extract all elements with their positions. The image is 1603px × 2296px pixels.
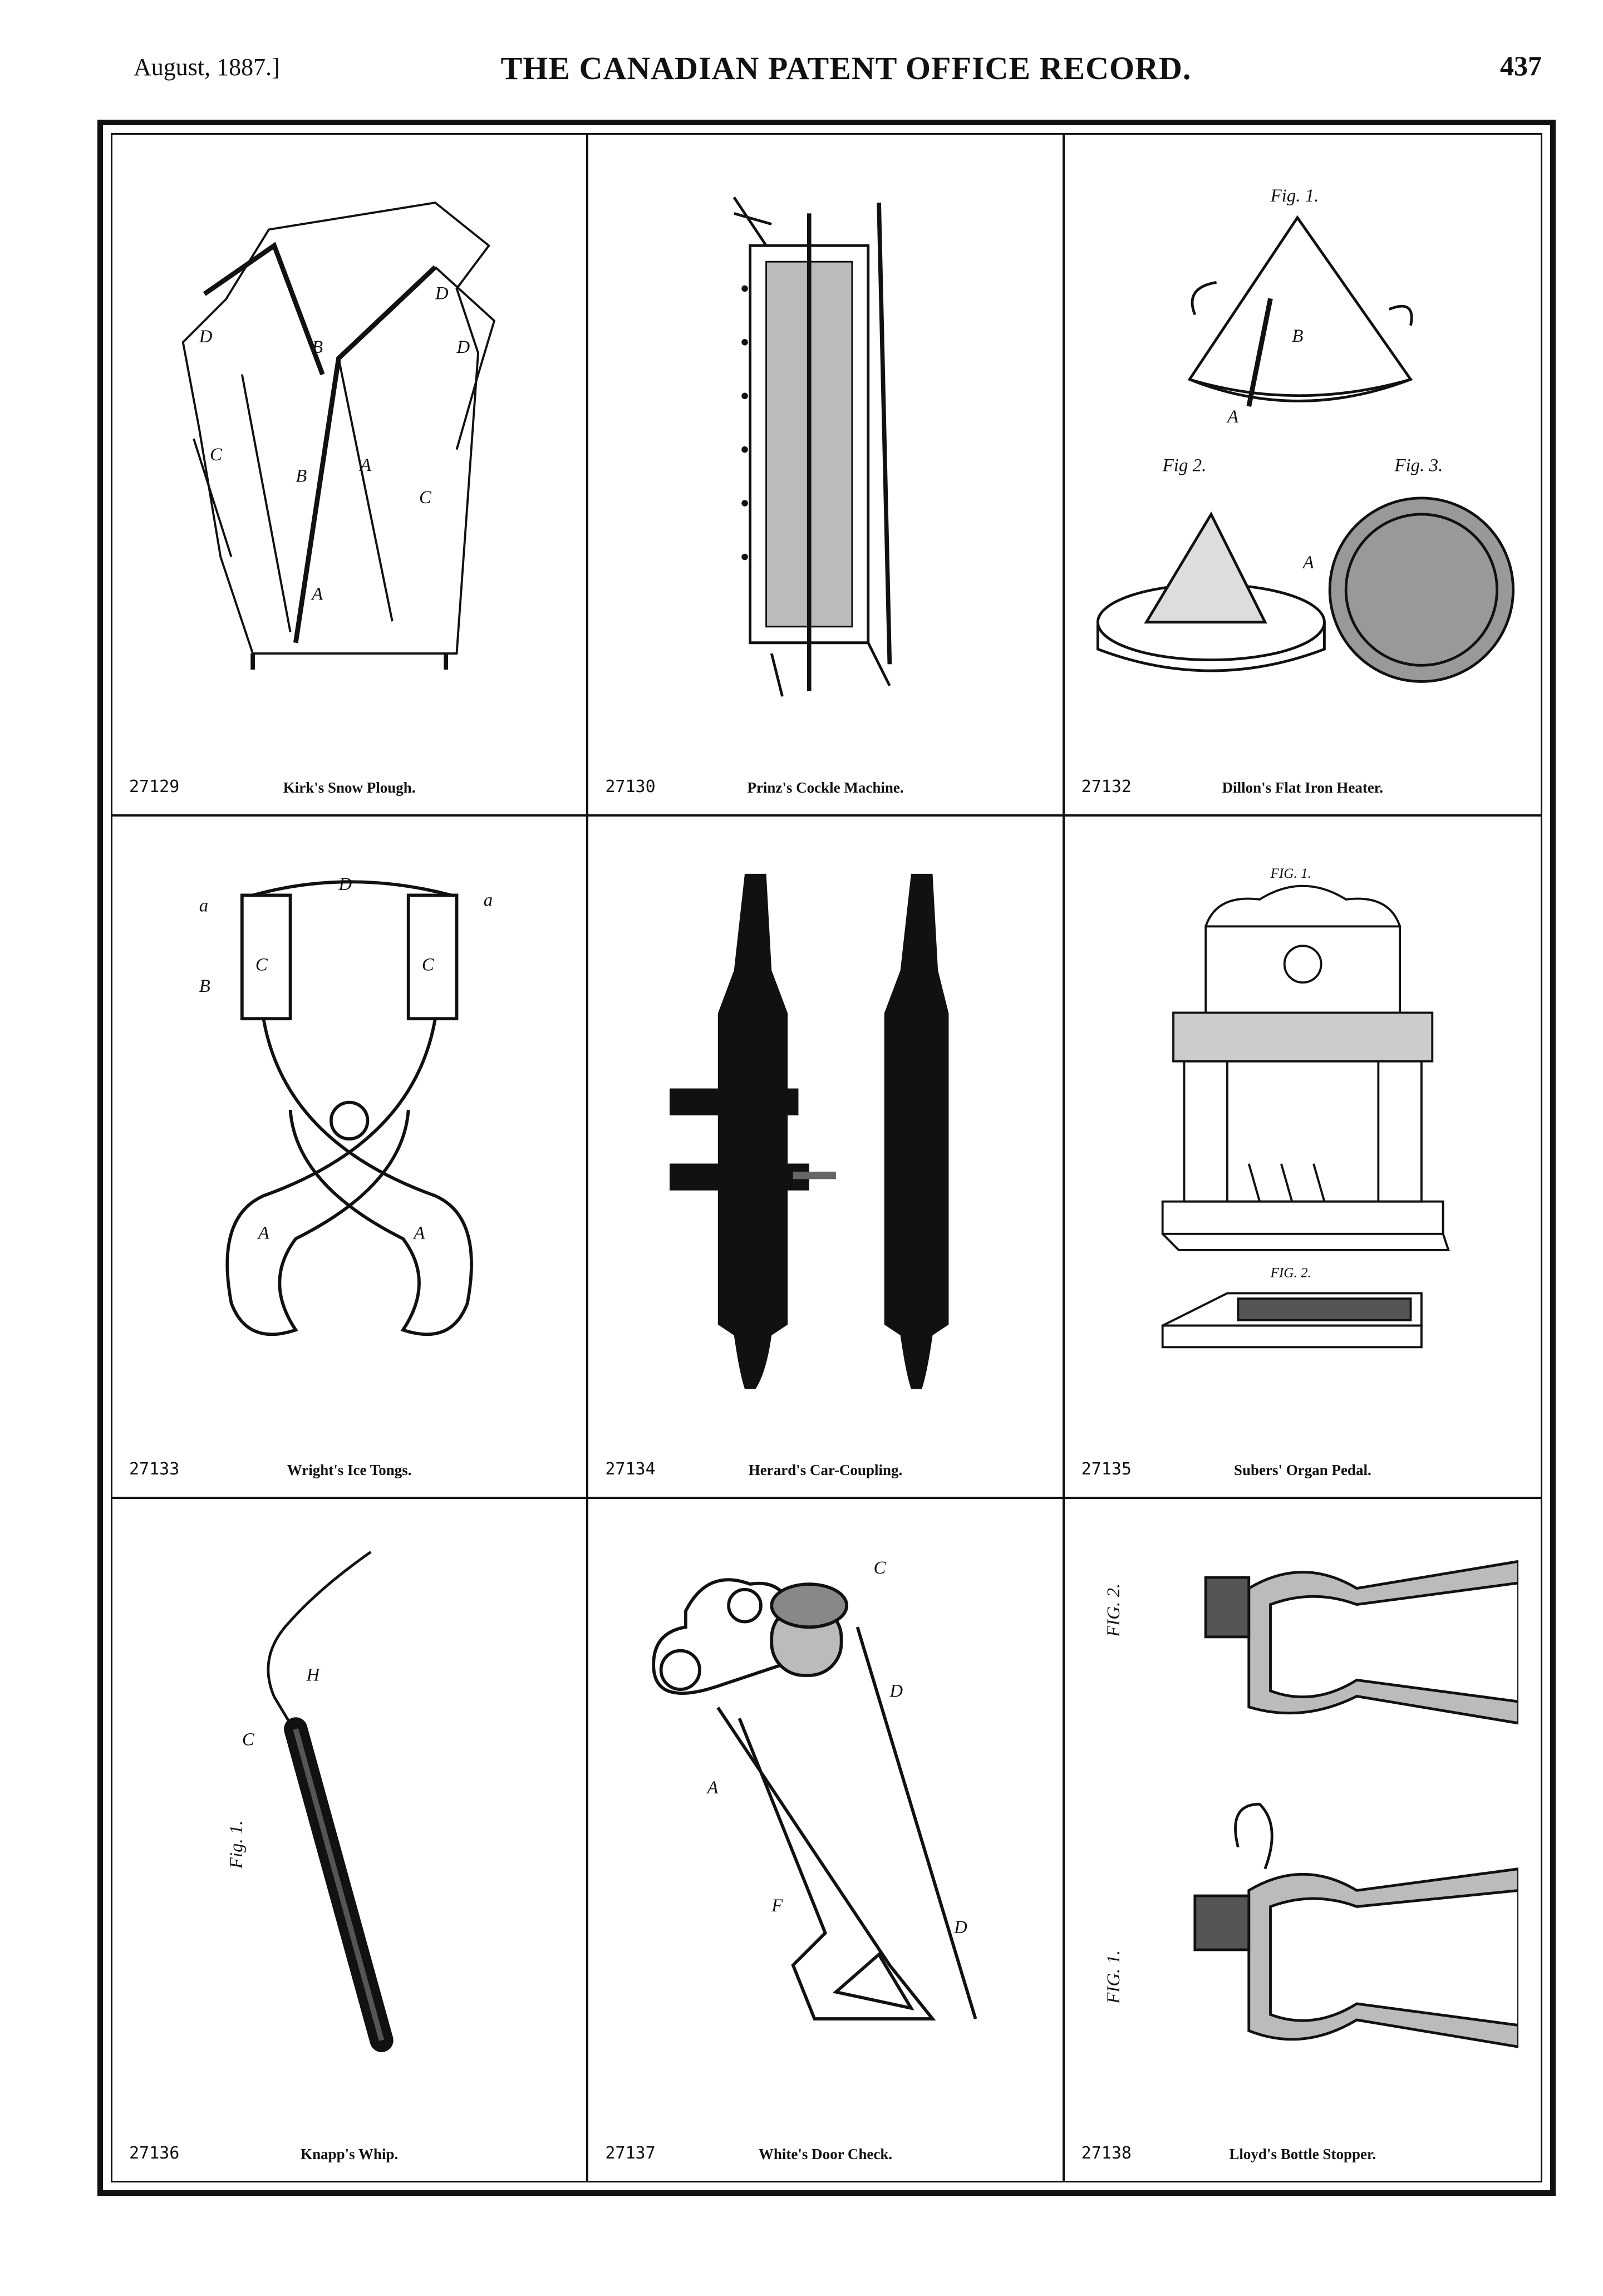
patent-number: 27132 [1081, 777, 1132, 797]
whip-drawing: Fig. 1. H C [227, 1550, 394, 2052]
svg-text:D: D [435, 284, 449, 304]
fig-label: FIG. 1. [1104, 1950, 1124, 2004]
patent-title: Knapp's Whip. [301, 2146, 399, 2162]
door-check-drawing: C D A F D [652, 1557, 977, 2020]
patent-number: 27135 [1081, 1459, 1132, 1479]
patent-cell-flat-iron-heater: Fig. 1. B A Fig 2. Fig. 3. [1064, 135, 1541, 817]
cockle-machine-drawing [733, 196, 892, 697]
svg-text:D: D [889, 1681, 903, 1701]
patent-title: Dillon's Flat Iron Heater. [1222, 779, 1384, 797]
patent-title: Wright's Ice Tongs. [287, 1461, 412, 1478]
svg-text:D: D [456, 337, 470, 357]
page-header: August, 1887.] THE CANADIAN PATENT OFFIC… [134, 50, 1558, 103]
patent-cell-cockle-machine: 27130 Prinz's Cockle Machine. [588, 135, 1065, 817]
patent-title: Subers' Organ Pedal. [1233, 1461, 1371, 1478]
patent-cell-organ-pedal: FIG. 1. FIG. 2. [1064, 817, 1541, 1499]
patent-caption: 27135 Subers' Organ Pedal. [1081, 1451, 1524, 1479]
svg-text:H: H [306, 1665, 321, 1685]
fig-label: Fig. 1. [227, 1820, 247, 1869]
patent-cell-car-coupling: 27134 Herard's Car-Coupling. [588, 817, 1065, 1499]
patent-cell-whip: Fig. 1. H C 27136 Knapp's Whip. [112, 1498, 589, 2181]
patent-number: 27137 [605, 2143, 656, 2163]
fig-label: Fig. 1. [1270, 186, 1319, 206]
svg-text:a: a [199, 896, 208, 916]
fig-label: Fig 2. [1162, 455, 1206, 475]
patent-number: 27134 [605, 1459, 656, 1479]
patent-number: 27138 [1081, 2143, 1132, 2163]
fig-label: FIG. 2. [1104, 1583, 1124, 1637]
svg-text:D: D [199, 327, 213, 347]
svg-text:C: C [242, 1729, 255, 1749]
patent-title: Prinz's Cockle Machine. [747, 779, 904, 797]
organ-pedal-drawing: FIG. 1. FIG. 2. [1161, 866, 1450, 1349]
bottle-stopper-drawing: FIG. 2. FIG. 1. [1104, 1560, 1518, 2048]
patent-cell-bottle-stopper: FIG. 2. FIG. 1. 27138 [1065, 1499, 1541, 2181]
patent-caption: 27136 Knapp's Whip. [129, 2135, 569, 2163]
svg-text:A: A [1301, 553, 1314, 573]
patent-number: 27129 [129, 777, 180, 797]
svg-text:C: C [874, 1557, 887, 1577]
svg-text:C: C [422, 955, 435, 975]
patent-caption: 27138 Lloyd's Bottle Stopper. [1081, 2135, 1524, 2163]
svg-text:A: A [706, 1778, 719, 1798]
patent-title: Lloyd's Bottle Stopper. [1229, 2146, 1376, 2162]
car-coupling-drawing [670, 874, 949, 1389]
snow-plough-drawing: B A B C D D D C A [181, 201, 496, 670]
fig-label: FIG. 1. [1270, 866, 1311, 881]
svg-text:A: A [257, 1223, 270, 1243]
patent-caption: 27129 Kirk's Snow Plough. [129, 769, 569, 797]
patent-caption: 27137 White's Door Check. [605, 2135, 1045, 2163]
patent-grid: B A B C D D D C A 27129 Kirk's Snow Plou… [112, 135, 1541, 2181]
svg-text:A: A [311, 584, 323, 604]
svg-text:A: A [359, 455, 372, 475]
patent-cell-door-check: C D A F D 27137 White's Door Check. [588, 1498, 1065, 2181]
patent-title: Herard's Car-Coupling. [748, 1461, 903, 1478]
ice-tongs-drawing: D C C a a B A A [199, 874, 493, 1336]
patent-cell-snow-plough: B A B C D D D C A 27129 Kirk's Snow Plou… [112, 135, 589, 817]
svg-text:C: C [210, 445, 223, 465]
patent-number: 27136 [129, 2143, 180, 2163]
plate-inner-border: B A B C D D D C A 27129 Kirk's Snow Plou… [111, 133, 1542, 2182]
patent-caption: 27133 Wright's Ice Tongs. [129, 1451, 569, 1479]
svg-text:F: F [771, 1896, 784, 1916]
patent-number: 27130 [605, 777, 656, 797]
svg-text:B: B [296, 466, 307, 486]
svg-text:C: C [255, 955, 268, 975]
patent-caption: 27130 Prinz's Cockle Machine. [605, 769, 1045, 797]
issue-date: August, 1887.] [134, 53, 280, 81]
fig-label: Fig. 3. [1394, 455, 1443, 475]
svg-text:C: C [419, 488, 432, 508]
patent-title: Kirk's Snow Plough. [283, 779, 416, 797]
plate-frame: B A B C D D D C A 27129 Kirk's Snow Plou… [97, 120, 1556, 2196]
svg-text:A: A [412, 1223, 425, 1243]
svg-text:B: B [199, 976, 210, 996]
page-number: 437 [1500, 50, 1542, 81]
patent-cell-ice-tongs: D C C a a B A A 27133 Wright's Ice Tongs… [112, 817, 589, 1499]
svg-text:a: a [484, 891, 493, 911]
svg-text:B: B [1292, 326, 1303, 346]
patent-title: White's Door Check. [758, 2146, 893, 2162]
fig-label: FIG. 2. [1270, 1266, 1311, 1281]
svg-text:B: B [312, 337, 323, 357]
svg-text:D: D [953, 1917, 967, 1937]
patent-caption: 27132 Dillon's Flat Iron Heater. [1081, 769, 1524, 797]
flat-iron-heater-drawing: Fig. 1. B A Fig 2. Fig. 3. [1096, 186, 1515, 683]
patent-caption: 27134 Herard's Car-Coupling. [605, 1451, 1045, 1479]
svg-text:D: D [338, 874, 352, 894]
svg-text:A: A [1226, 407, 1239, 427]
patent-number: 27133 [129, 1459, 180, 1479]
publication-title: THE CANADIAN PATENT OFFICE RECORD. [500, 50, 1192, 86]
